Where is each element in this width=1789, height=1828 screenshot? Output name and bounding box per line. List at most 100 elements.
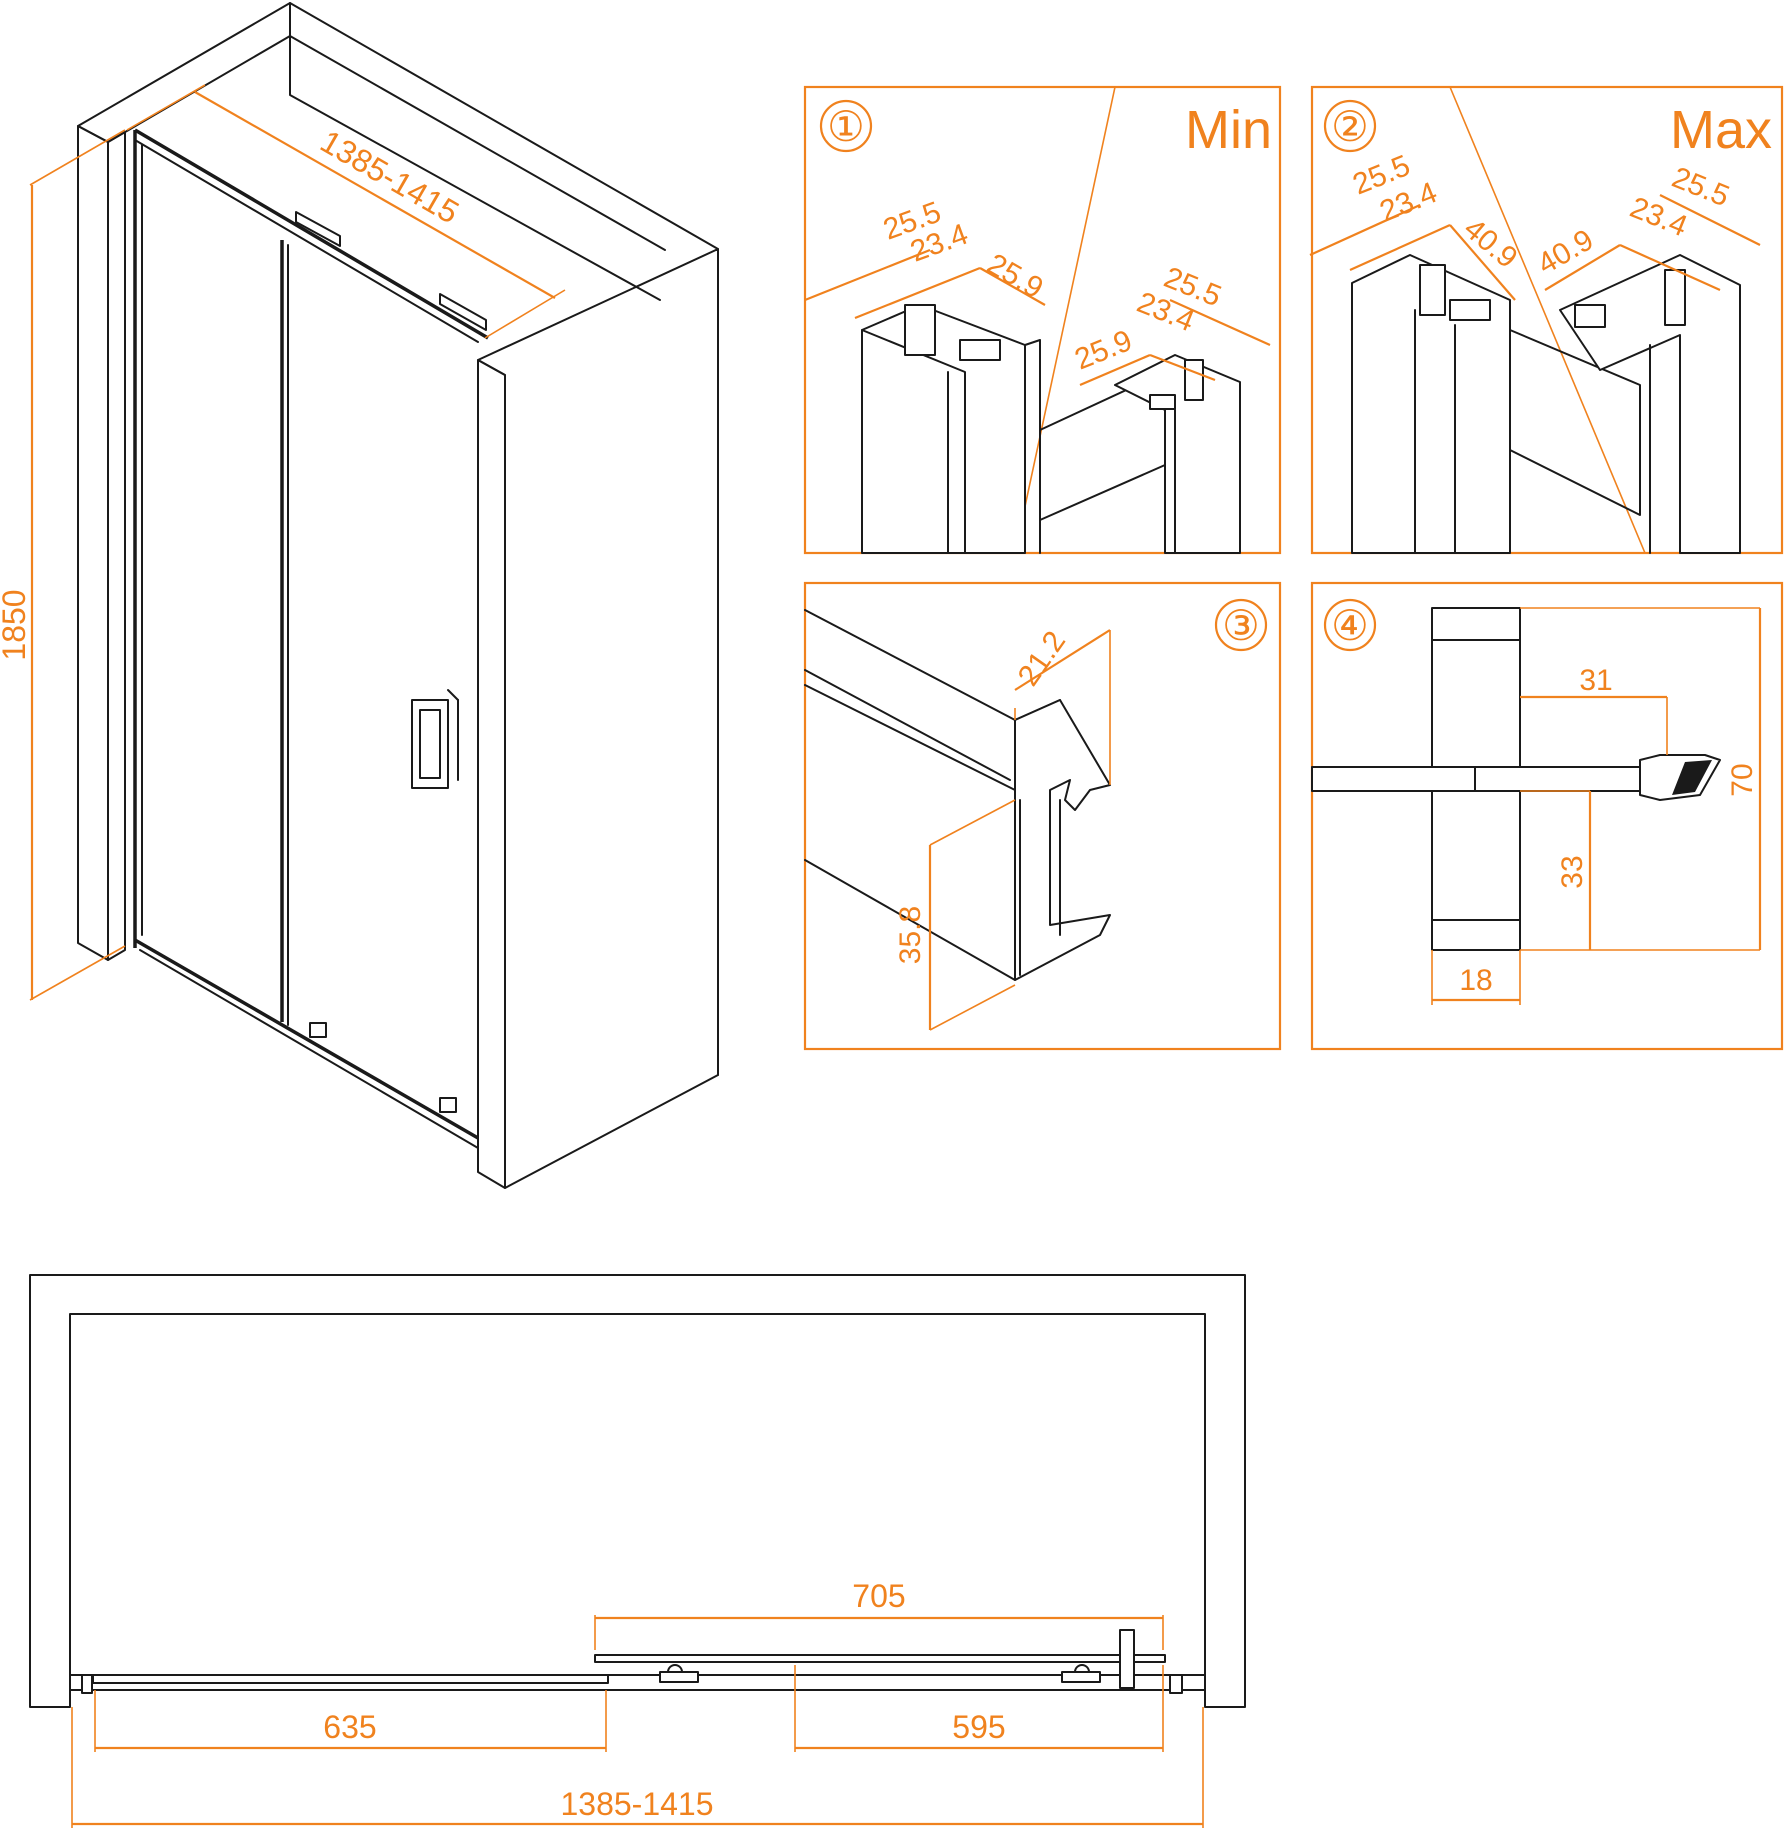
panel-2-left-slot — [1449, 299, 1491, 321]
roller-bottom-2 — [439, 1097, 457, 1113]
panel-2-dim-25-5-a — [1309, 203, 1421, 257]
height-ext-top — [29, 129, 126, 186]
panel-1-left-slot — [959, 339, 1001, 361]
panel-2-right-seal — [1664, 269, 1686, 326]
plan-fixed-panel — [92, 1674, 609, 1684]
panel-3-ext-4 — [929, 984, 1016, 1031]
plan-handle — [1119, 1629, 1135, 1689]
panel-4-magnet-strip — [1672, 760, 1712, 795]
panel-2-right-profile — [1559, 254, 1741, 554]
panel-4-dim-4: 18 — [1459, 964, 1492, 997]
panel-1-left-back — [1024, 339, 1041, 431]
panel-3-rail-mid2 — [804, 684, 1016, 791]
panel-2-dim-25-5-b — [1659, 194, 1761, 246]
roller-bottom-1 — [309, 1022, 327, 1038]
door-handle-edge — [447, 689, 459, 701]
panel-1-dim-25-9-b — [1079, 353, 1151, 387]
panel-4-dim-3: 33 — [1556, 855, 1589, 888]
plan-roller-1-base — [659, 1671, 699, 1683]
panel-4-glass — [1311, 766, 1661, 792]
panel-1-frame — [803, 85, 1282, 555]
panel-1-left-seal — [904, 304, 936, 356]
panel-2-dim-23-4-a — [1349, 223, 1451, 272]
panel-4-dim-2: 70 — [1726, 763, 1759, 796]
panel-3-frame — [803, 581, 1282, 1051]
panel-2-right-slot — [1574, 304, 1606, 328]
panel-4-frame — [1310, 581, 1784, 1051]
panel-1-dim-25-5-a — [804, 248, 931, 302]
panel-2-cut-line — [1449, 86, 1646, 554]
back-wall-top-edge — [289, 35, 666, 251]
panel-2-dim-40-9-b — [1544, 244, 1621, 291]
panel-2-dim-6: 25.5 — [1667, 161, 1734, 213]
panel-1-number: ① — [827, 103, 865, 150]
panel-3-ext-3 — [929, 799, 1016, 846]
panel-2-dim-40-9-a — [1449, 224, 1516, 301]
panel-3-number-circle — [1214, 598, 1268, 652]
plan-sliding-panel — [594, 1654, 1166, 1663]
detail-panel-2: ② Max 25.5 23.4 40.9 40.9 23.4 25.5 — [1309, 85, 1784, 555]
plan-roller-2-base — [1061, 1671, 1101, 1683]
panel-1-right-slot — [1149, 394, 1176, 410]
panel-1-title: Min — [1185, 100, 1272, 160]
panel-3-profile — [1014, 699, 1111, 981]
panel-1-dim-3: 25.9 — [982, 247, 1049, 305]
plan-dim-2: 635 — [323, 1709, 376, 1745]
panel-1-dim-25-9-a — [979, 267, 1046, 306]
panel-3-dim-21-2 — [1014, 629, 1111, 691]
panel-3-rail-bottom — [804, 859, 1016, 981]
width-dim-line — [194, 91, 556, 299]
panel-3-number: ③ — [1222, 602, 1260, 649]
plan-end-cap-left — [81, 1674, 93, 1694]
panel-2-dim-3: 40.9 — [1458, 212, 1524, 275]
panel-1-dim-4: 25.9 — [1070, 324, 1137, 376]
panel-1-number-circle — [819, 99, 873, 153]
panel-1-right-profile — [1114, 354, 1241, 554]
panel-1-dim-25-5-b — [1169, 298, 1271, 347]
panel-2-dim-4: 40.9 — [1532, 223, 1599, 281]
plan-dim-1: 705 — [852, 1578, 905, 1614]
roller-top-2 — [439, 293, 487, 331]
panel-1-dim-23-4-b — [1149, 353, 1216, 382]
height-label: 1850 — [0, 589, 32, 660]
width-ext-right — [484, 289, 566, 339]
left-wall-top — [77, 2, 291, 143]
door-handle-inner[interactable] — [419, 709, 441, 779]
panel-1-left-profile-edge — [861, 329, 966, 554]
width-label: 1385-1415 — [315, 123, 466, 231]
plan-dim-4: 1385-1415 — [560, 1786, 713, 1822]
top-rail — [134, 128, 489, 340]
detail-panel-1: ① Min 25.5 23.4 25.9 25.9 23.4 25.5 — [803, 85, 1282, 555]
right-wall-edge — [477, 359, 506, 1189]
bottom-rail-inner — [139, 949, 479, 1149]
panel-3-dim-2: 35.8 — [894, 906, 927, 964]
back-wall-inner — [289, 35, 661, 301]
right-wall — [477, 248, 719, 1189]
panel-2-dim-23-4-b — [1619, 243, 1721, 292]
top-rail-inner — [134, 139, 479, 343]
isometric-view: 1385-1415 1850 — [0, 2, 719, 1189]
panel-2-title: Max — [1670, 100, 1772, 160]
left-wall-face — [77, 125, 109, 961]
height-ext-bottom — [29, 945, 126, 1001]
detail-panel-4: ④ 31 70 33 18 — [1310, 581, 1784, 1051]
panel-4-number-circle — [1323, 598, 1377, 652]
panel-2-number-circle — [1323, 99, 1377, 153]
panel-2-dim-5: 23.4 — [1625, 191, 1692, 243]
panel-2-frame — [1310, 85, 1784, 555]
roller-top-1 — [295, 211, 341, 247]
panel-2-left-seal — [1419, 264, 1446, 316]
panel-1-dim-23-4-a — [854, 266, 981, 320]
plan-dim-3: 595 — [952, 1709, 1005, 1745]
panel-1-cut-line — [1014, 86, 1116, 554]
left-wall-side — [107, 131, 126, 961]
width-ext-left — [126, 84, 206, 131]
bottom-rail — [134, 938, 479, 1140]
panel-4-dim-1: 31 — [1579, 664, 1612, 697]
panel-1-right-seal — [1184, 359, 1204, 401]
plan-view: 705 635 595 1385-1415 — [29, 1274, 1246, 1828]
panel-3-rail-mid — [804, 669, 1011, 781]
detail-panel-3: ③ 21.2 35.8 — [803, 581, 1282, 1051]
plan-walls — [29, 1274, 1246, 1708]
